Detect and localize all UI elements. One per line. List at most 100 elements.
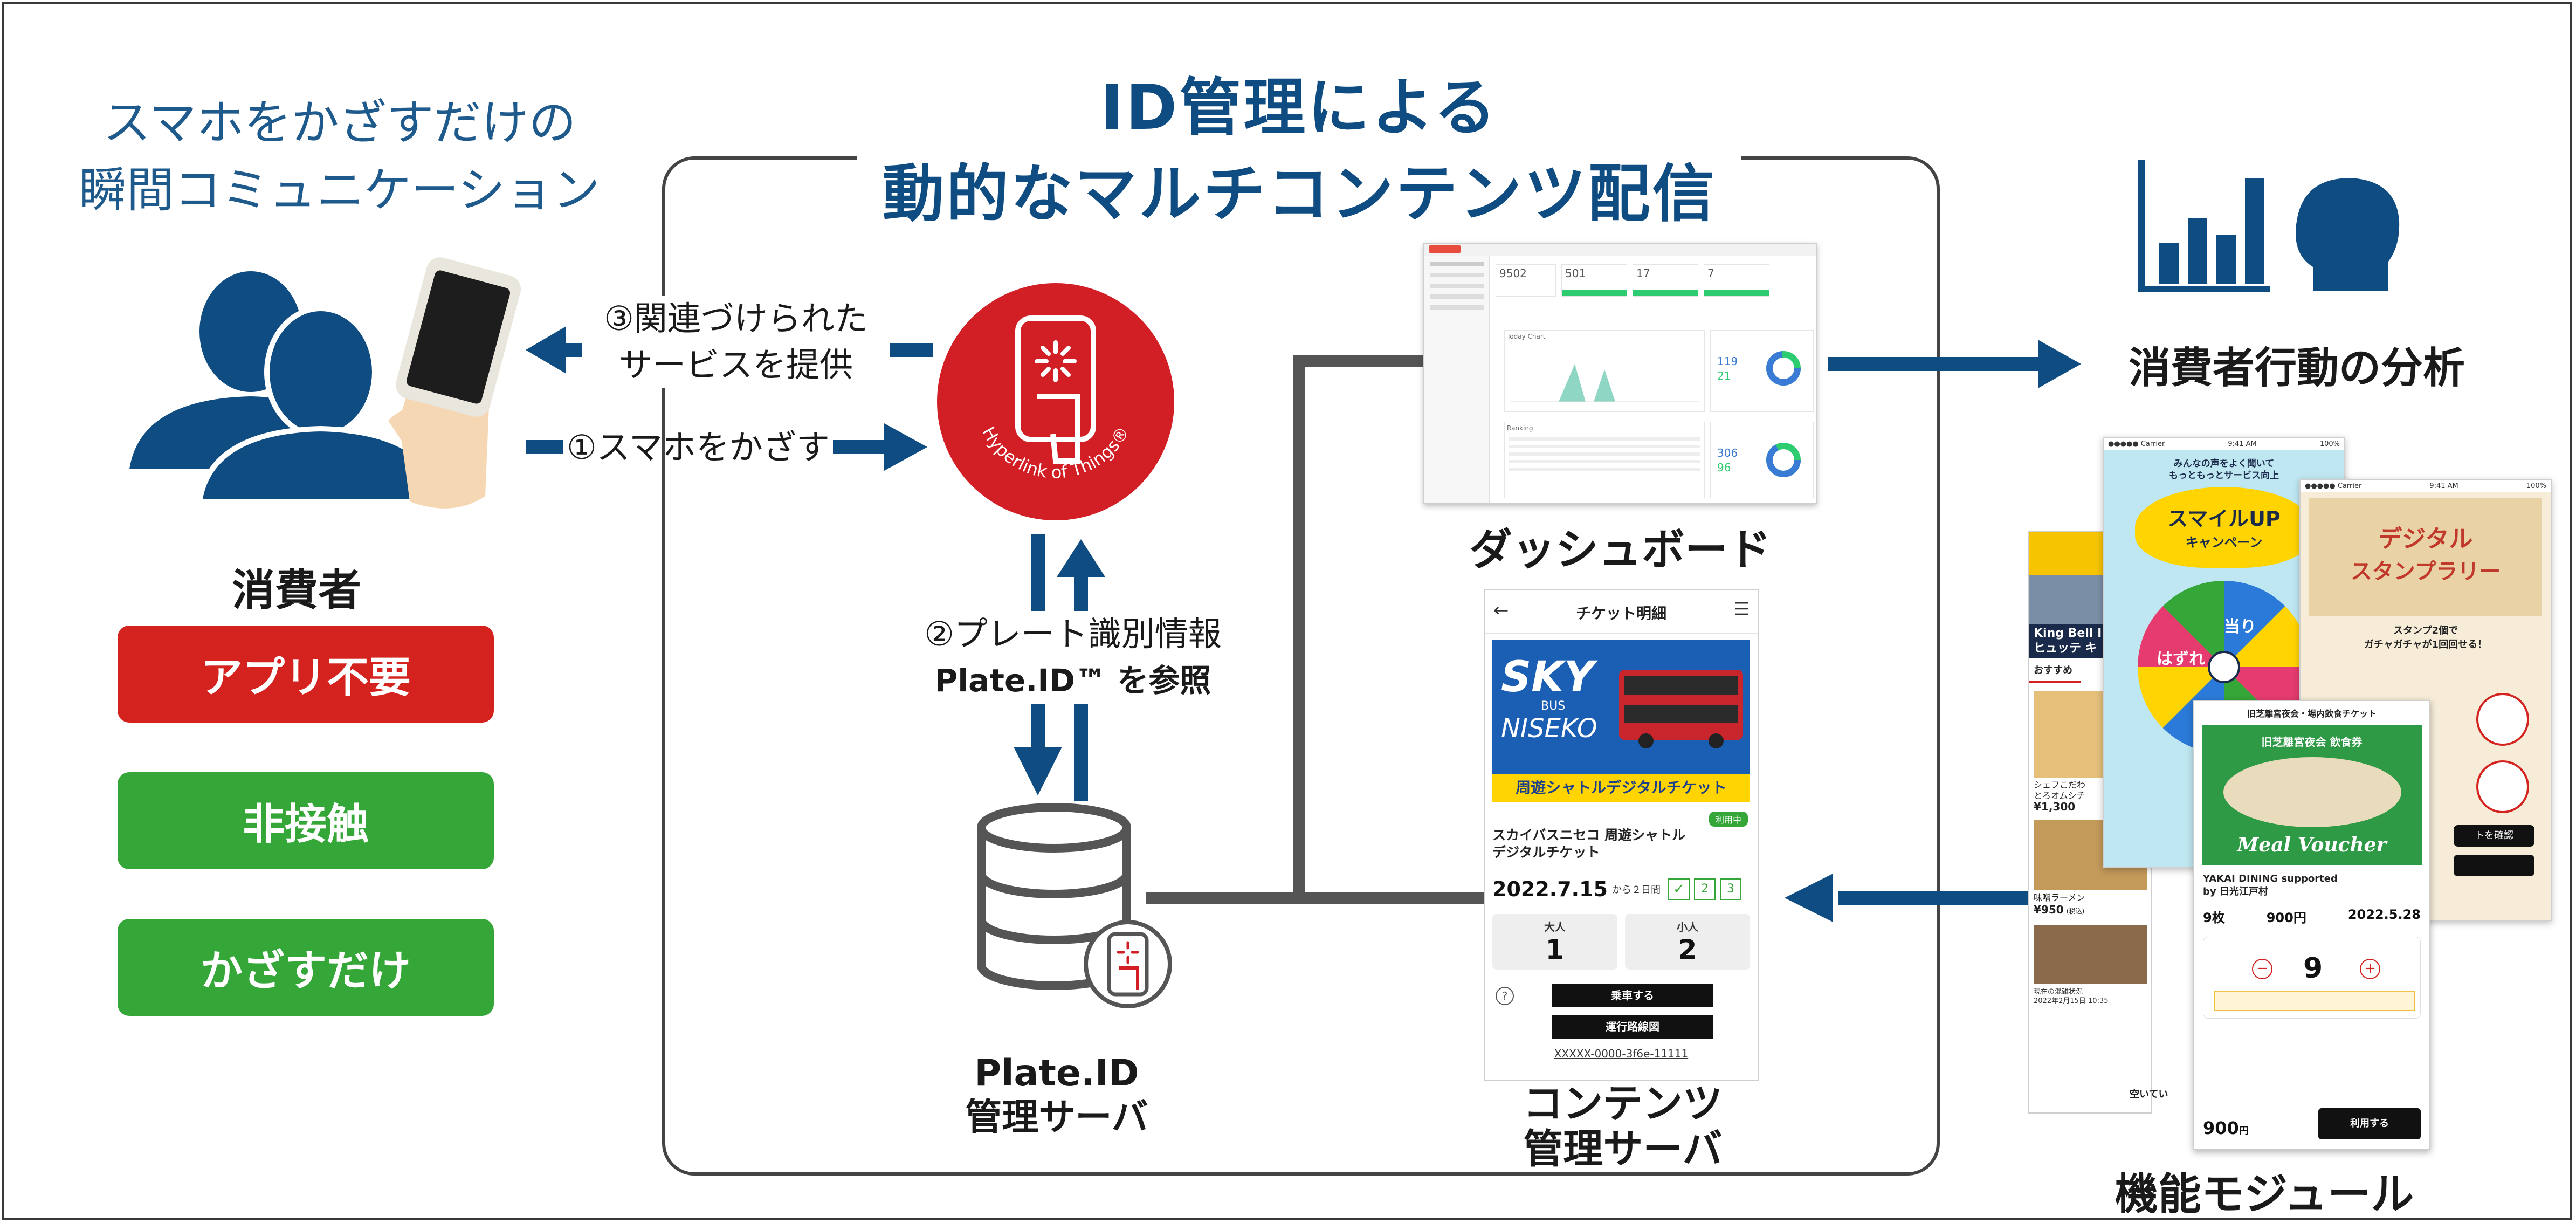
- donut-chart-bottom: [1766, 443, 1801, 477]
- server-line-1: Plate.ID: [974, 1052, 1139, 1095]
- server-line-2: 管理サーバ: [965, 1096, 1148, 1139]
- stamp-rule-text: スタンプ2個で ガチャガチャが1回回せる！: [2301, 624, 2551, 652]
- ticket-date: 2022.7.15: [1492, 877, 1608, 901]
- today-chart-title: Today Chart: [1507, 333, 1546, 340]
- smile-intro: みんなの声をよく聞いて もっともっとサービス向上: [2104, 450, 2344, 482]
- step2-line-2: Plate.ID™ を参照: [934, 662, 1211, 699]
- decrement-icon[interactable]: −: [2252, 959, 2272, 979]
- stat-value-3: 17: [1636, 267, 1650, 280]
- passenger-counts: 大人 1 小人 2: [1492, 914, 1750, 970]
- donut-panel-bottom: 306 96: [1710, 422, 1814, 498]
- platform-title: ID管理による 動的なマルチコンテンツ配信: [857, 65, 1741, 237]
- menu-icon[interactable]: ☰: [1733, 599, 1750, 620]
- stamp-slot-1: [2476, 693, 2529, 746]
- feature-contactless: 非接触: [118, 772, 494, 869]
- donut-top-value-2: 21: [1717, 369, 1731, 382]
- step3-line-2: サービスを提供: [618, 345, 853, 384]
- meal-info-row: 9枚 900円 2022.5.28: [2203, 907, 2421, 926]
- smile-intro-line-1: みんなの声をよく聞いて: [2173, 458, 2275, 469]
- today-chart-panel: Today Chart: [1504, 330, 1705, 412]
- adult-count-card: 大人 1: [1492, 914, 1617, 970]
- shuttle-ticket-banner: 周遊シャトルデジタルチケット: [1492, 774, 1750, 802]
- modules-label: 機能モジュール: [2114, 1169, 2414, 1219]
- database-server-icon: [977, 803, 1172, 1008]
- child-count: 2: [1678, 934, 1697, 965]
- menu-item-1: シェフこだわ とろオムシチ ¥1,300: [2029, 778, 2151, 814]
- meal-header: 旧芝離宮夜会・場内飲食チケット: [2247, 709, 2377, 719]
- congestion-status: 現在の混雑状況 2022年2月15日 10:35: [2029, 984, 2151, 1009]
- step2-text: ②プレート識別情報 Plate.ID™ を参照: [884, 611, 1262, 704]
- wheel-lose-text: はずれ: [2157, 650, 2205, 669]
- tab-recommended[interactable]: おすすめ: [2029, 658, 2081, 683]
- meal-shop-line-1: YAKAI DINING supported: [2203, 873, 2338, 884]
- dish-photo: [2034, 925, 2147, 984]
- increment-icon[interactable]: +: [2360, 959, 2380, 979]
- meal-food-illustration: [2223, 757, 2401, 827]
- stamp-status-bar: ●●●●● Carrier 9:41 AM 100%: [2301, 480, 2551, 492]
- stat-card-1: 9502: [1496, 264, 1556, 297]
- meal-shop-line-2: by 日光江戸村: [2203, 886, 2268, 897]
- meal-quantity-stepper: − 9 +: [2203, 937, 2421, 1019]
- meal-quantity: 9: [2303, 952, 2323, 985]
- help-icon[interactable]: ?: [1496, 987, 1514, 1005]
- meal-date: 2022.5.28: [2347, 907, 2421, 922]
- ranking-title: Ranking: [1507, 424, 1533, 432]
- item1-line-2: とろオムシチ: [2034, 791, 2085, 801]
- dashboard-screenshot: 9502 501 17 7 Today Chart 119 21 Ranking: [1423, 243, 1817, 504]
- item1-price: ¥1,300: [2034, 800, 2076, 813]
- head-profile-icon: [2296, 178, 2400, 291]
- meal-count: 9枚: [2203, 910, 2225, 925]
- board-button[interactable]: 乗車する: [1552, 984, 1713, 1007]
- today-chart-graph: [1510, 364, 1699, 402]
- ticket-name-line-1: スカイバスニセコ 周遊シャトル: [1492, 827, 1686, 843]
- double-decker-bus-icon: [1619, 670, 1743, 748]
- item2-tax: (税込): [2066, 908, 2085, 915]
- stamp-title-line-1: デジタル: [2378, 525, 2473, 553]
- meal-total: 900円: [2203, 1118, 2249, 1138]
- contents-server-label: コンテンツ 管理サーバ: [1477, 1081, 1768, 1172]
- day-check-icon: ✓: [1668, 878, 1690, 900]
- use-voucher-button[interactable]: 利用する: [2318, 1108, 2421, 1139]
- intro-line-2: 瞬間コミュニケーション: [79, 162, 601, 218]
- dashboard-logo-icon: [1429, 245, 1461, 253]
- stat-card-3: 17: [1633, 264, 1698, 297]
- plate-id-server-label: Plate.ID 管理サーバ: [943, 1052, 1170, 1140]
- dashboard-topbar: [1424, 244, 1816, 256]
- stamp-secondary-button[interactable]: [2454, 855, 2534, 876]
- item1-line-1: シェフこだわ: [2034, 780, 2086, 790]
- ticket-date-suffix: から２日間: [1611, 884, 1661, 896]
- bar-chart-icon: [2138, 160, 2270, 292]
- congestion-line-2: 2022年2月15日 10:35: [2034, 997, 2109, 1005]
- arrow-hold-phone: [526, 423, 927, 471]
- smile-intro-line-2: もっともっとサービス向上: [2169, 470, 2279, 481]
- arrow-reference-plate-id: [1014, 534, 1105, 801]
- hyperlink-of-things-logo-icon: Hyperlink of Things®: [937, 283, 1174, 520]
- stat-card-4: 7: [1704, 264, 1769, 297]
- back-arrow-icon[interactable]: ←: [1493, 600, 1509, 621]
- intro-line-1: スマホをかざすだけの: [103, 95, 576, 150]
- feature-just-hold: かざすだけ: [118, 919, 494, 1016]
- stamp-title-line-2: スタンプラリー: [2350, 559, 2501, 584]
- ticket-header: ← チケット明細 ☰: [1485, 590, 1758, 634]
- ranking-panel: Ranking: [1504, 422, 1705, 498]
- item2-price: ¥950: [2034, 903, 2064, 916]
- meal-title: 旧芝離宮夜会 飲食券: [2261, 736, 2363, 748]
- child-count-card: 小人 2: [1625, 914, 1750, 970]
- smile-status-battery: 100%: [2319, 440, 2340, 448]
- smile-status-carrier: ●●●●● Carrier: [2108, 440, 2165, 448]
- day-3-box: 3: [1719, 878, 1741, 900]
- wheel-center: [2208, 651, 2240, 683]
- dashboard-sidebar: [1424, 256, 1490, 503]
- route-map-button[interactable]: 運行路線図: [1552, 1015, 1713, 1039]
- stamp-confirm-button[interactable]: トを確認: [2454, 825, 2534, 847]
- smile-title-line-1: スマイルUP: [2167, 507, 2281, 531]
- meal-voucher-text: Meal Voucher: [2237, 834, 2387, 856]
- meal-shop: YAKAI DINING supported by 日光江戸村: [2203, 872, 2421, 898]
- donut-bottom-value-1: 306: [1717, 446, 1738, 459]
- adult-count: 1: [1545, 934, 1565, 965]
- ticket-code: XXXXX-0000-3f6e-11111: [1554, 1047, 1689, 1060]
- ticket-actions: ? 乗車する 運行路線図 XXXXX-0000-3f6e-11111: [1492, 984, 1750, 1070]
- title-background: [857, 59, 1741, 243]
- title-line-1: ID管理による: [1100, 72, 1498, 144]
